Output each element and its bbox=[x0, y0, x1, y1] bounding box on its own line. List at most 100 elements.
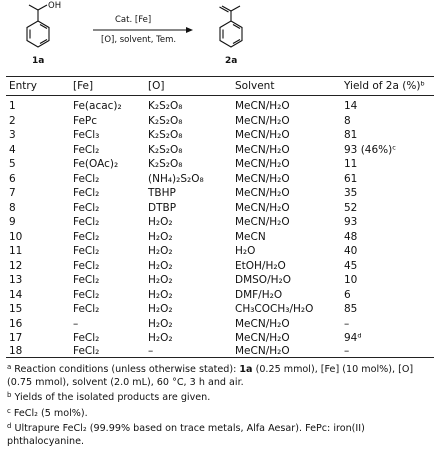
cell-yield: 48 bbox=[344, 230, 358, 243]
cell-fe: – bbox=[73, 317, 79, 330]
cell-entry: 9 bbox=[9, 216, 16, 228]
cell-solvent: MeCN/H₂O bbox=[235, 114, 290, 127]
cell-entry: 6 bbox=[9, 172, 16, 185]
cell-fe: FeCl₂ bbox=[73, 172, 100, 185]
cell-yield: 14 bbox=[344, 100, 358, 112]
cell-fe: FeCl₂ bbox=[73, 345, 100, 357]
cell-fe: Fe(acac)₂ bbox=[73, 100, 122, 112]
footnote-mark: b bbox=[7, 391, 12, 400]
footnote-compound: 1a bbox=[239, 364, 253, 375]
cell-entry: 4 bbox=[9, 143, 16, 156]
cell-oxidant: (NH₄)₂S₂O₈ bbox=[148, 172, 204, 185]
cell-solvent: MeCN/H₂O bbox=[235, 172, 290, 185]
cell-entry: 17 bbox=[9, 332, 23, 344]
cell-yield: 81 bbox=[344, 129, 358, 141]
footnote-mark: d bbox=[7, 421, 12, 430]
cell-oxidant: H₂O₂ bbox=[148, 303, 173, 315]
cell-solvent: MeCN/H₂O bbox=[235, 158, 290, 170]
cell-solvent: MeCN bbox=[235, 230, 266, 243]
cell-oxidant: H₂O₂ bbox=[148, 332, 173, 344]
cell-fe: FeCl₃ bbox=[73, 129, 100, 141]
cell-yield: 45 bbox=[344, 259, 358, 272]
cell-fe: FePc bbox=[73, 114, 98, 127]
cell-entry: 13 bbox=[9, 274, 23, 286]
cell-oxidant: H₂O₂ bbox=[148, 216, 173, 228]
cell-solvent: MeCN/H₂O bbox=[235, 129, 290, 141]
cell-oxidant: H₂O₂ bbox=[148, 259, 173, 272]
header-fe: [Fe] bbox=[73, 80, 94, 92]
cell-yield: 11 bbox=[344, 158, 358, 170]
cell-oxidant: DTBP bbox=[148, 201, 177, 214]
cell-yield: 35 bbox=[344, 187, 358, 199]
cell-solvent: MeCN/H₂O bbox=[235, 187, 290, 199]
footnote-text: Ultrapure FeCl₂ (99.99% based on trace m… bbox=[7, 422, 365, 448]
cell-fe: FeCl₂ bbox=[73, 143, 100, 156]
header-solvent: Solvent bbox=[235, 80, 275, 92]
cell-entry: 14 bbox=[9, 288, 23, 301]
cell-yield: 8 bbox=[344, 114, 351, 127]
cell-oxidant: H₂O₂ bbox=[148, 274, 173, 286]
cell-yield: 93 bbox=[344, 216, 358, 228]
cell-yield: 61 bbox=[344, 172, 358, 185]
cell-oxidant: H₂O₂ bbox=[148, 245, 173, 257]
cell-entry: 15 bbox=[9, 303, 23, 315]
cell-oxidant: K₂S₂O₈ bbox=[148, 143, 183, 156]
cell-solvent: CH₃COCH₃/H₂O bbox=[235, 303, 314, 315]
cell-entry: 5 bbox=[9, 158, 16, 170]
cell-oxidant: H₂O₂ bbox=[148, 230, 173, 243]
table-header-rule bbox=[6, 95, 434, 96]
cell-yield: 85 bbox=[344, 303, 358, 315]
footnote-text-rest: (0.25 mmol), [Fe] (10 mol%), [O] (0.75 m… bbox=[7, 364, 414, 389]
table-bottom-rule bbox=[6, 357, 434, 358]
cell-fe: FeCl₂ bbox=[73, 201, 100, 214]
cell-fe: FeCl₂ bbox=[73, 245, 100, 257]
cell-yield: 94ᵈ bbox=[344, 332, 362, 344]
arrow-top-text: Cat. [Fe] bbox=[115, 15, 151, 25]
cell-yield: – bbox=[344, 345, 350, 357]
product-label: 2a bbox=[225, 56, 237, 66]
cell-fe: FeCl₂ bbox=[73, 332, 100, 344]
cell-fe: FeCl₂ bbox=[73, 274, 100, 286]
footnote-text: FeCl₂ (5 mol%). bbox=[13, 407, 88, 419]
reactant-oh-group: OH bbox=[48, 1, 61, 11]
cell-yield: 10 bbox=[344, 274, 358, 286]
cell-oxidant: H₂O₂ bbox=[148, 288, 173, 301]
cell-fe: FeCl₂ bbox=[73, 216, 100, 228]
cell-solvent: MeCN/H₂O bbox=[235, 143, 290, 156]
cell-solvent: MeCN/H₂O bbox=[235, 332, 290, 344]
cell-fe: FeCl₂ bbox=[73, 303, 100, 315]
product-structure bbox=[219, 5, 243, 48]
cell-entry: 3 bbox=[9, 129, 16, 141]
cell-solvent: MeCN/H₂O bbox=[235, 345, 290, 357]
cell-fe: FeCl₂ bbox=[73, 288, 100, 301]
cell-entry: 16 bbox=[9, 317, 23, 330]
footnote-text: Reaction conditions (unless otherwise st… bbox=[14, 364, 240, 375]
reaction-scheme-drawing: OH 1a Cat. [Fe] [O], solvent, Tem. 2a bbox=[26, 1, 243, 66]
cell-yield: – bbox=[344, 317, 350, 330]
cell-yield: 6 bbox=[344, 288, 351, 301]
cell-oxidant: – bbox=[148, 345, 154, 357]
cell-entry: 12 bbox=[9, 259, 23, 272]
cell-entry: 1 bbox=[9, 100, 16, 112]
cell-solvent: DMSO/H₂O bbox=[235, 274, 291, 286]
cell-entry: 7 bbox=[9, 187, 16, 199]
cell-entry: 11 bbox=[9, 245, 23, 257]
cell-fe: Fe(OAc)₂ bbox=[73, 158, 119, 170]
footnote-mark: c bbox=[7, 406, 11, 415]
cell-solvent: EtOH/H₂O bbox=[235, 259, 286, 272]
cell-oxidant: K₂S₂O₈ bbox=[148, 100, 183, 112]
header-entry: Entry bbox=[9, 80, 37, 92]
arrow-bottom-text: [O], solvent, Tem. bbox=[101, 35, 176, 45]
cell-entry: 2 bbox=[9, 114, 16, 127]
cell-fe: FeCl₂ bbox=[73, 187, 100, 199]
cell-fe: FeCl₂ bbox=[73, 259, 100, 272]
cell-oxidant: K₂S₂O₈ bbox=[148, 114, 183, 127]
cell-oxidant: TBHP bbox=[148, 187, 176, 199]
footnote-mark: a bbox=[7, 363, 12, 371]
reaction-scheme: OH 1a Cat. [Fe] [O], solvent, Tem. 2a bbox=[0, 0, 438, 72]
